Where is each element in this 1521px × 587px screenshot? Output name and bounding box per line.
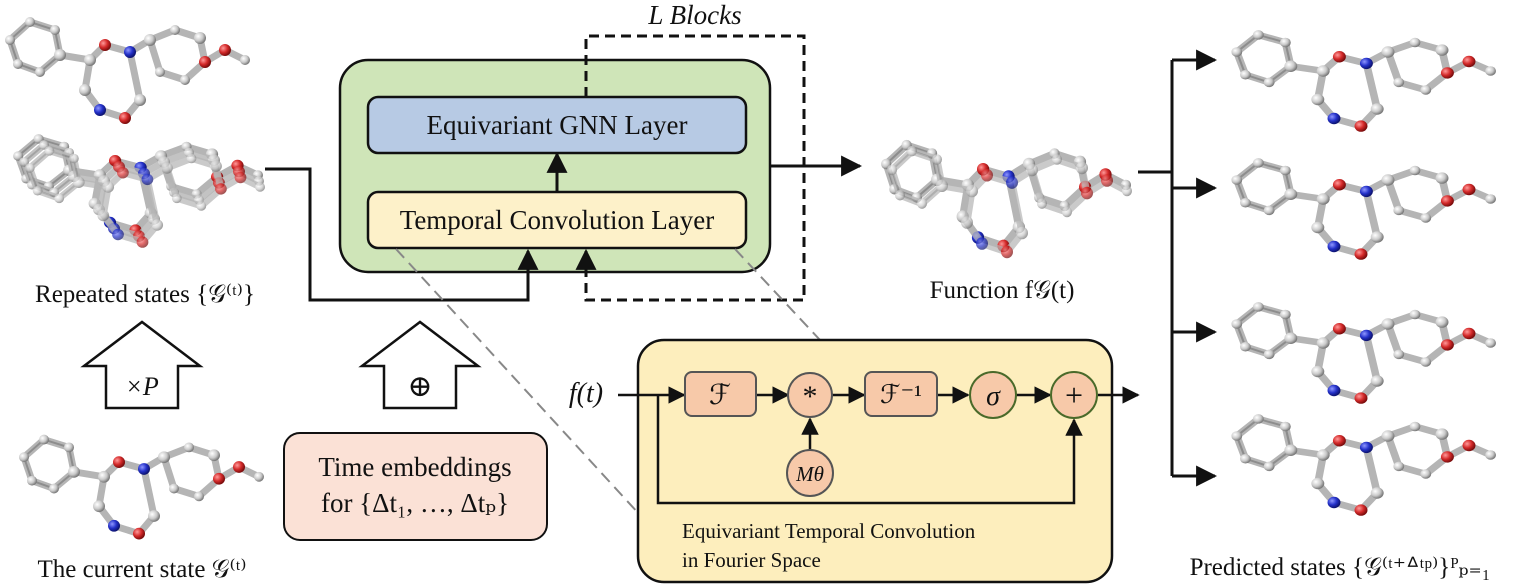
predicted-state-molecule-4: [1231, 414, 1496, 516]
current-state-caption: The current state 𝒢⁽ᵗ⁾: [37, 556, 246, 583]
plus-label: +: [1065, 377, 1083, 413]
time-embeddings-line2: for {Δt₁, …, Δtₚ}: [321, 488, 509, 518]
f-t-label: f(t): [569, 378, 603, 409]
times-p-label: ×P: [125, 372, 159, 401]
conv-star-node: [787, 372, 833, 418]
predicted-states-caption: Predicted states {𝒢⁽ᵗ⁺ᐞᵗᵖ⁾}ᴾₚ₌₁: [1190, 554, 1491, 581]
etc-caption-line1: Equivariant Temporal Convolution: [682, 519, 976, 543]
times-p-arrow: [80, 320, 204, 410]
oplus-label: ⊕: [407, 370, 432, 403]
current-state-molecule: [19, 435, 264, 540]
inverse-fourier-label: ℱ⁻¹: [880, 380, 922, 409]
time-embeddings-line1: Time embeddings: [318, 452, 511, 482]
temporal-conv-layer-label: Temporal Convolution Layer: [400, 205, 715, 235]
egnn-layer-label: Equivariant GNN Layer: [427, 110, 688, 140]
plus-node: [1050, 371, 1098, 419]
time-embeddings-box: [283, 432, 548, 541]
input-arrow: [265, 167, 539, 302]
predicted-state-molecule-2: [1231, 158, 1496, 260]
sigma-node: [969, 371, 1017, 419]
molecule-sketch: [5, 17, 250, 124]
oplus-arrow: [358, 320, 482, 410]
l-blocks-label: L Blocks: [647, 0, 741, 30]
predicted-state-molecule-3: [1231, 302, 1496, 404]
function-caption: Function f𝒢(t): [930, 277, 1075, 304]
repeated-states-caption: Repeated states {𝒢⁽ᵗ⁾}: [35, 281, 255, 308]
m-theta-label: Mθ: [795, 462, 824, 486]
m-theta-node: [786, 449, 834, 497]
fourier-box: [684, 371, 757, 417]
predicted-state-molecule-1: [1231, 30, 1496, 132]
repeated-states-molecule: [13, 134, 265, 248]
function-molecule: [881, 140, 1132, 258]
fanout-arrows: [1138, 49, 1218, 487]
l-blocks-loop: [575, 34, 806, 302]
etc-caption-line2: in Fourier Space: [682, 548, 821, 572]
inverse-fourier-box: [864, 371, 938, 417]
conv-star-label: *: [803, 380, 818, 413]
fourier-label: ℱ: [709, 380, 731, 411]
residual-arrow: [656, 395, 1083, 505]
sigma-label: σ: [986, 381, 1001, 412]
zoom-line-right: [734, 248, 821, 341]
zoom-line-left: [395, 248, 641, 516]
